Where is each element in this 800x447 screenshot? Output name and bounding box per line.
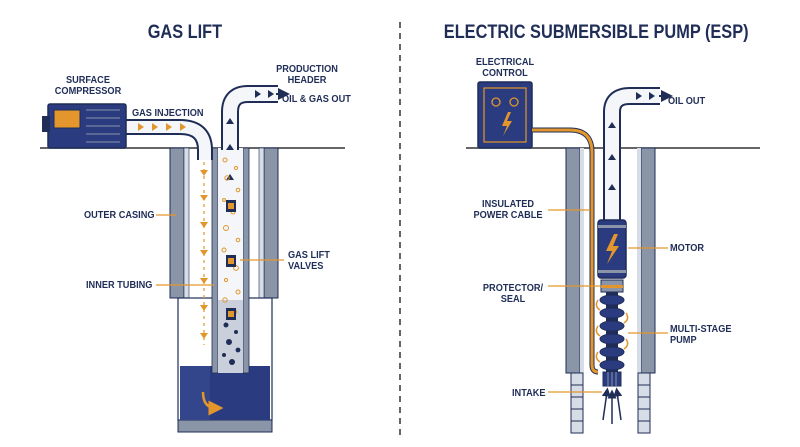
esp-intake-icon xyxy=(601,371,623,424)
gas-lift-leader-lines xyxy=(156,214,284,286)
esp-flow-arrows xyxy=(608,92,655,190)
gas-injection-arrows xyxy=(138,123,186,131)
protector-seal-label: PROTECTOR/ SEAL xyxy=(482,283,544,305)
surface-compressor-label: SURFACE COMPRESSOR xyxy=(54,75,122,97)
gas-injection-label: GAS INJECTION xyxy=(132,108,204,119)
oil-out-label: OIL OUT xyxy=(668,96,706,107)
motor-label: MOTOR xyxy=(670,243,705,254)
esp-multistage-pump-icon xyxy=(595,292,629,372)
oil-droplets xyxy=(222,322,241,365)
multi-stage-pump-label: MULTI-STAGE PUMP xyxy=(670,324,732,346)
esp-diagram xyxy=(466,81,760,434)
oil-gas-out-label: OIL & GAS OUT xyxy=(282,94,351,105)
esp-leader-lines xyxy=(548,209,668,393)
annulus-gas-arrows xyxy=(200,162,208,345)
esp-protector-seal-icon xyxy=(600,279,624,293)
gas-lift-valve-icons xyxy=(226,200,236,320)
electrical-control-icon xyxy=(477,81,533,149)
electrical-control-label: ELECTRICAL CONTROL xyxy=(475,57,535,79)
esp-motor-icon xyxy=(597,219,627,279)
gas-lift-valves-label: GAS LIFT VALVES xyxy=(288,250,330,272)
esp-title: ELECTRIC SUBMERSIBLE PUMP (ESP) xyxy=(443,22,749,43)
insulated-power-cable xyxy=(532,127,599,375)
outer-casing-label: OUTER CASING xyxy=(84,210,155,221)
gas-lift-diagram xyxy=(40,85,345,433)
production-header-label: PRODUCTION HEADER xyxy=(276,64,338,86)
inner-tubing-label: INNER TUBING xyxy=(86,280,153,291)
surface-compressor-icon xyxy=(42,103,127,149)
bottom-turn-arrow xyxy=(201,391,224,416)
esp-casing-shape xyxy=(565,147,656,434)
insulated-power-cable-label: INSULATED POWER CABLE xyxy=(473,199,543,221)
gas-lift-title: GAS LIFT xyxy=(147,22,223,43)
intake-label: INTAKE xyxy=(512,388,546,399)
